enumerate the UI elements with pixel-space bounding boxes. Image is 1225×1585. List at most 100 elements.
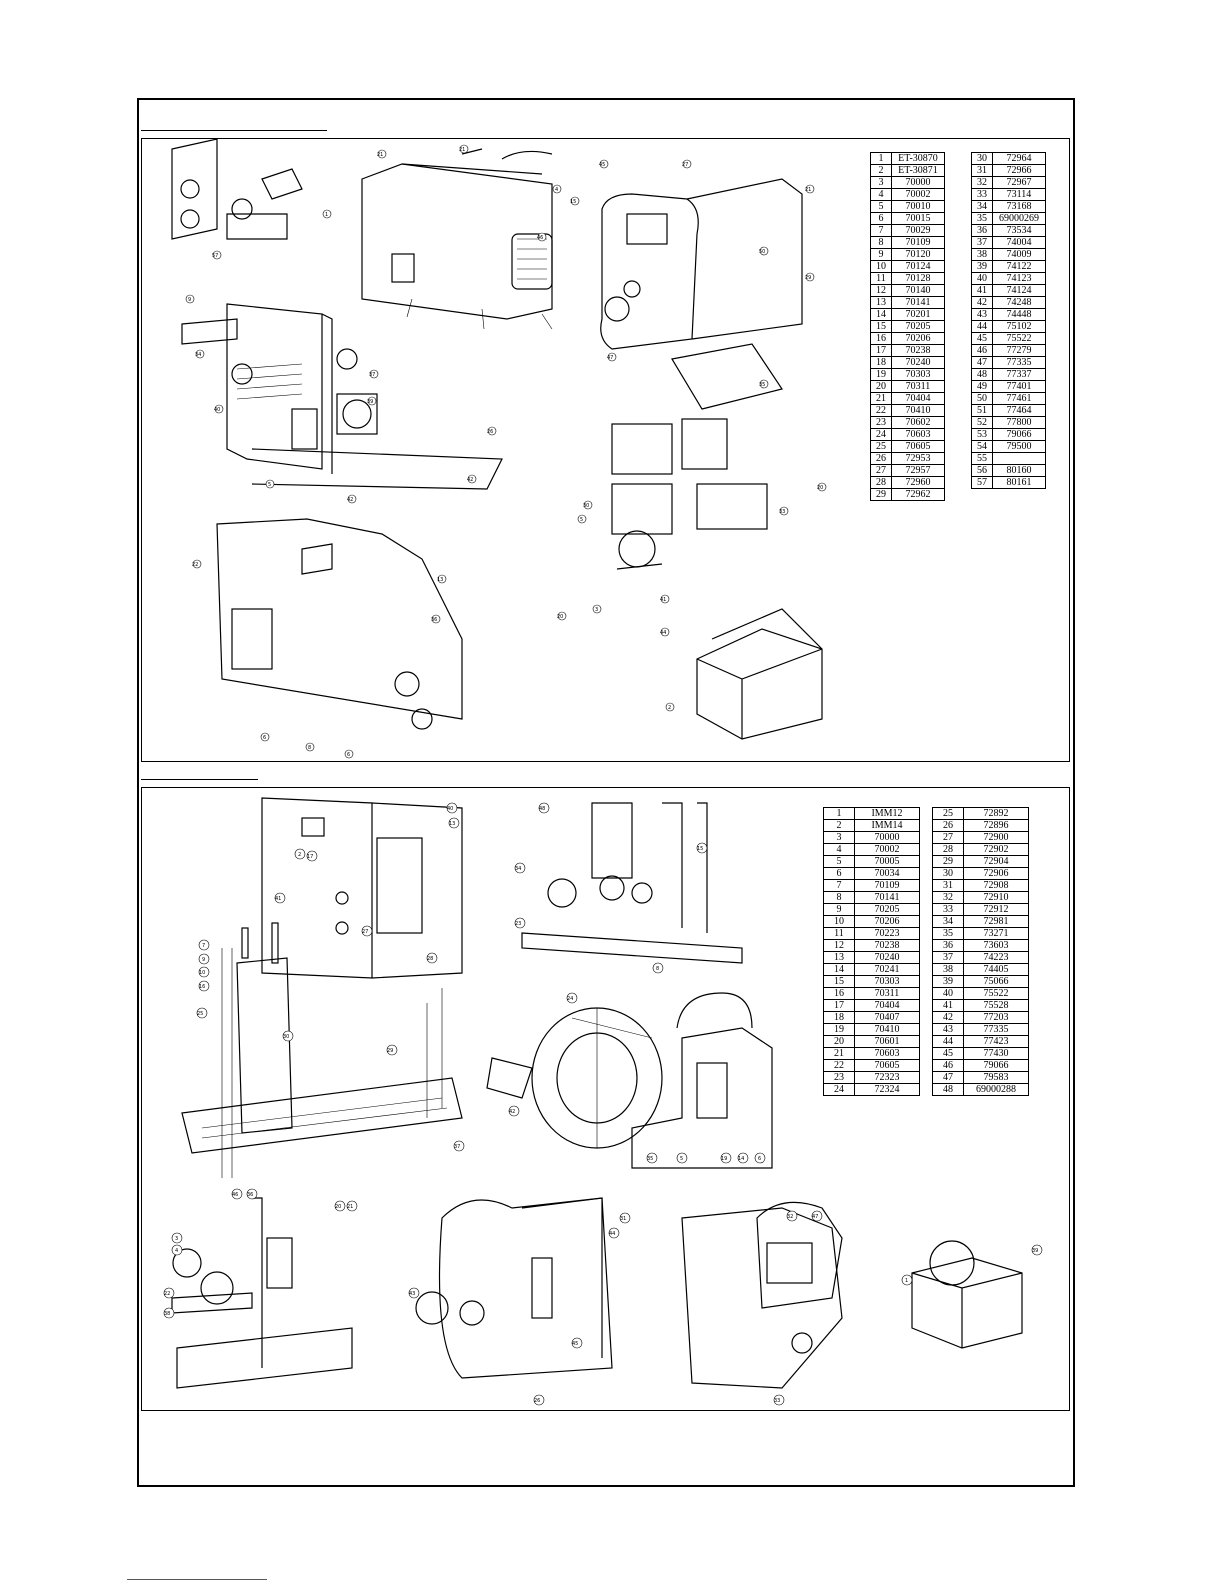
svg-text:34: 34 (515, 866, 521, 872)
svg-text:39: 39 (367, 399, 373, 405)
svg-text:37: 37 (369, 372, 375, 378)
part-code: 70201 (891, 308, 945, 321)
part-number: 46 (971, 344, 993, 357)
part-code: 70240 (854, 951, 920, 964)
internal-chassis (226, 303, 323, 470)
part-code: 72908 (963, 879, 1029, 892)
svg-text:21: 21 (805, 187, 811, 193)
exploded-drawing-power-source: 1 21 21 4 15 45 27 21 50 29 46 47 35 26 … (171, 139, 827, 759)
part-code: 70141 (891, 296, 945, 309)
part-code: IMM14 (854, 819, 920, 832)
part-code: ET-30870 (891, 152, 945, 165)
part-code: 70311 (854, 987, 920, 1000)
part-number: 55 (971, 452, 993, 465)
fan-grill (511, 233, 553, 290)
feeder-body (631, 1027, 773, 1169)
svg-text:3: 3 (175, 1236, 178, 1242)
part-number: 49 (971, 380, 993, 393)
part-code: 75528 (963, 999, 1029, 1012)
part-number: 16 (870, 332, 892, 345)
part-code: 70238 (891, 344, 945, 357)
svg-text:6: 6 (263, 735, 266, 741)
part-number: 20 (823, 1035, 855, 1048)
part-number: 2 (823, 819, 855, 832)
part-number: 7 (870, 224, 892, 237)
part-number: 37 (971, 236, 993, 249)
svg-text:22: 22 (164, 1291, 170, 1297)
svg-text:20: 20 (335, 1204, 341, 1210)
part-number: 9 (870, 248, 892, 261)
part-number: 48 (932, 1083, 964, 1096)
part-code: 77800 (992, 416, 1046, 429)
part-number: 24 (823, 1083, 855, 1096)
svg-text:31: 31 (620, 1216, 626, 1222)
part-number: 43 (971, 308, 993, 321)
part-code: 72892 (963, 807, 1029, 820)
svg-text:32: 32 (787, 1214, 793, 1220)
svg-text:13: 13 (437, 577, 443, 583)
part-number: 47 (932, 1071, 964, 1084)
part-code: 72964 (992, 152, 1046, 165)
part-number: 1 (870, 152, 892, 165)
part-code: 74123 (992, 272, 1046, 285)
part-number: 20 (870, 380, 892, 393)
part-code: 74124 (992, 284, 1046, 297)
part-number: 28 (932, 843, 964, 856)
part-number: 30 (932, 867, 964, 880)
svg-text:22: 22 (192, 562, 198, 568)
svg-text:57: 57 (212, 253, 218, 259)
part-number: 56 (971, 464, 993, 477)
svg-text:4: 4 (175, 1248, 178, 1254)
part-number: 4 (870, 188, 892, 201)
part-number: 16 (823, 987, 855, 1000)
part-code: 74248 (992, 296, 1046, 309)
exploded-drawing-wire-feeder: 2 17 40 13 41 7 9 10 16 25 30 27 28 29 3… (163, 797, 1043, 1406)
svg-text:25: 25 (197, 1011, 203, 1017)
part-number: 7 (823, 879, 855, 892)
part-code: 73271 (963, 927, 1029, 940)
section-1-title-underline (141, 130, 327, 131)
part-number: 44 (932, 1035, 964, 1048)
footer-link-underline (127, 1579, 267, 1580)
part-number: 23 (870, 416, 892, 429)
part-number: 39 (971, 260, 993, 273)
part-number: 33 (971, 188, 993, 201)
part-code: 73168 (992, 200, 1046, 213)
svg-text:8: 8 (308, 745, 311, 751)
svg-text:34: 34 (195, 352, 201, 358)
svg-text:40: 40 (214, 407, 220, 413)
svg-text:9: 9 (202, 957, 205, 963)
part-number: 30 (971, 152, 993, 165)
part-number: 33 (932, 903, 964, 916)
feeder-base-plate (181, 1077, 463, 1154)
part-number: 8 (870, 236, 892, 249)
svg-text:39: 39 (1032, 1248, 1038, 1254)
